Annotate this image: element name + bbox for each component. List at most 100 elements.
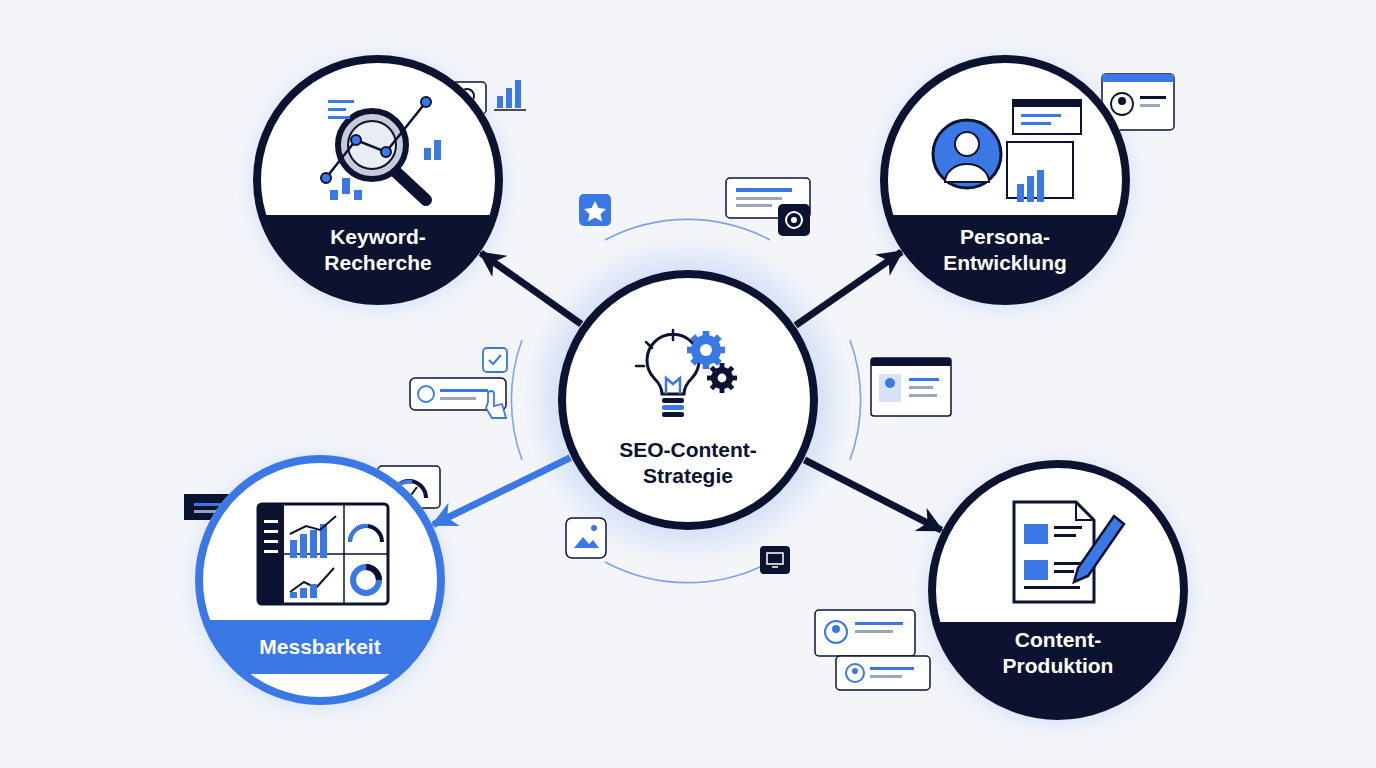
- text-wrap: Persona- Entwicklung: [880, 224, 1130, 276]
- bar: [310, 584, 317, 598]
- text-wrap: SEO-Content- Strategie: [558, 437, 818, 489]
- bar: [300, 534, 307, 558]
- circle-border: [932, 464, 1184, 716]
- chat-card: [410, 378, 506, 418]
- text-wrap: Keyword- Recherche: [253, 224, 503, 276]
- menu-line: [264, 520, 278, 523]
- text-line: [1021, 122, 1051, 125]
- svg-part: [506, 88, 512, 108]
- magnifier-glass: [348, 121, 396, 169]
- svg-part: [489, 355, 501, 364]
- circle-border: [562, 274, 814, 526]
- node-icon: [258, 504, 388, 604]
- dashboard: [258, 504, 388, 604]
- bulb-ray: [646, 342, 652, 348]
- svg-part: [832, 625, 840, 633]
- svg-part: [767, 553, 783, 564]
- text-line: [1024, 586, 1080, 589]
- document: [1014, 502, 1094, 602]
- gear: [707, 363, 737, 393]
- avatar-head: [955, 132, 979, 156]
- node-icon: [933, 100, 1081, 202]
- menu-line: [264, 540, 278, 543]
- svg-part: [584, 201, 606, 222]
- svg-part: [511, 340, 522, 460]
- svg-part: [815, 610, 915, 656]
- svg-part: [879, 374, 901, 402]
- svg-part: [885, 378, 895, 388]
- svg-part: [870, 675, 902, 678]
- bar: [330, 190, 338, 200]
- bulb-ray: [636, 365, 644, 368]
- svg-part: [574, 537, 599, 548]
- svg-part: [778, 204, 810, 236]
- node-label: Persona- Entwicklung: [920, 224, 1090, 276]
- gear-body: [711, 367, 733, 389]
- magnifier-handle: [396, 172, 426, 200]
- node-label: Keyword- Recherche: [293, 224, 463, 276]
- label-band: [928, 622, 1188, 768]
- pie: [353, 567, 379, 593]
- bar: [434, 140, 441, 160]
- text-line: [328, 100, 354, 103]
- menu-line: [264, 530, 278, 533]
- node-icon: [1014, 502, 1124, 602]
- svg-part: [871, 358, 951, 366]
- bar: [310, 530, 317, 558]
- dashboard-sidebar: [258, 504, 284, 604]
- gauge-value: [350, 526, 368, 542]
- bar: [300, 588, 307, 598]
- node-icon: [636, 330, 737, 417]
- text-line: [1054, 562, 1082, 565]
- center-glow: [523, 235, 853, 565]
- bulb-base: [662, 398, 684, 403]
- svg-part: [736, 204, 772, 207]
- node-label: Messbarkeit: [259, 634, 380, 660]
- svg-part: [909, 386, 933, 389]
- text-line: [328, 108, 346, 111]
- monitor-icon: [760, 546, 790, 574]
- svg-part: [877, 55, 1133, 311]
- bulb-filament: [666, 378, 680, 394]
- bar: [354, 190, 362, 200]
- avatar-body: [945, 164, 989, 182]
- svg-part: [855, 630, 893, 633]
- text-line: [1054, 526, 1082, 529]
- svg-part: [440, 397, 476, 400]
- gear-hole: [718, 374, 727, 383]
- circle-outline: [928, 460, 1188, 720]
- svg-part: [494, 109, 526, 111]
- check-badge: [483, 348, 507, 372]
- svg-part: [852, 668, 858, 674]
- svg-part: [250, 55, 506, 311]
- magnifier-lens: [338, 111, 406, 179]
- text-line: [1054, 570, 1074, 573]
- svg-part: [1111, 93, 1133, 115]
- svg-part: [418, 386, 434, 402]
- document-fold: [1076, 502, 1094, 520]
- image-block: [1024, 560, 1048, 580]
- svg-part: [1140, 96, 1166, 99]
- text-line: [1054, 534, 1076, 537]
- svg-part: [909, 378, 939, 381]
- connector-arrow: [433, 458, 570, 525]
- svg-part: [1102, 74, 1174, 82]
- svg-part: [566, 518, 606, 558]
- circle-border: [199, 459, 441, 701]
- bar: [290, 592, 297, 598]
- text-line: [1021, 114, 1061, 117]
- review-cards: [815, 610, 930, 690]
- svg-part: [605, 219, 770, 240]
- svg-part: [855, 622, 903, 625]
- keyword-circle: Keyword- Recherche: [253, 55, 503, 305]
- text-wrap: Content- Produktion: [928, 627, 1188, 679]
- bulb: [647, 334, 699, 394]
- gear-body: [691, 335, 721, 365]
- svg-part: [736, 188, 792, 192]
- svg-part: [791, 217, 797, 223]
- bulb-base: [662, 405, 684, 410]
- svg-part: [1118, 97, 1126, 105]
- svg-part: [871, 358, 951, 416]
- metrics-circle: Messbarkeit: [195, 455, 445, 705]
